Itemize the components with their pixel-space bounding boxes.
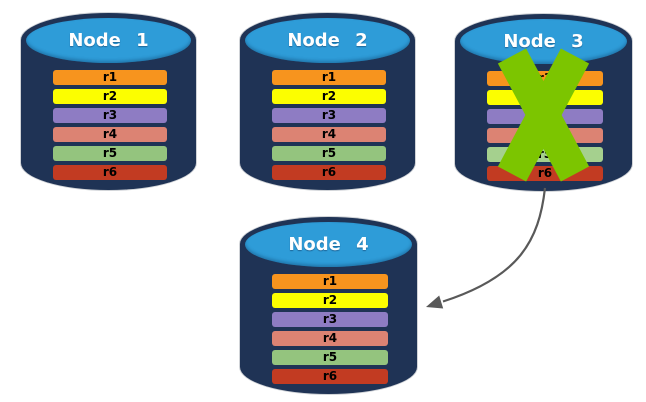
node-3-cylinder: Node 3 r1 r2 r3 r4 r5 r6 [455, 9, 632, 191]
row-r3: r3 [272, 108, 386, 123]
row-r3: r3 [487, 109, 603, 124]
node-1-cylinder-top: Node 1 [26, 18, 191, 63]
row-r6: r6 [272, 165, 386, 180]
node-4-label: Node 4 [288, 234, 369, 255]
node-1-rows: r1 r2 r3 r4 r5 r6 [53, 70, 167, 180]
node-1-cylinder: Node 1 r1 r2 r3 r4 r5 r6 [21, 8, 196, 190]
row-r6: r6 [53, 165, 167, 180]
row-r5: r5 [272, 146, 386, 161]
row-r2: r2 [272, 89, 386, 104]
node-2-cylinder-top: Node 2 [245, 18, 410, 63]
node-4-rows: r1 r2 r3 r4 r5 r6 [272, 274, 388, 384]
node-2-cylinder: Node 2 r1 r2 r3 r4 r5 r6 [240, 8, 415, 190]
node-4-cylinder-top: Node 4 [245, 222, 412, 267]
row-r5: r5 [53, 146, 167, 161]
node-3-label: Node 3 [503, 31, 584, 52]
row-r4: r4 [272, 127, 386, 142]
row-r4: r4 [272, 331, 388, 346]
failover-arrow [426, 187, 547, 309]
row-r1: r1 [53, 70, 167, 85]
row-r6: r6 [487, 166, 603, 181]
node-2-label: Node 2 [287, 30, 368, 51]
node-3-cylinder-top: Node 3 [460, 19, 627, 64]
row-r2: r2 [272, 293, 388, 308]
row-r1: r1 [272, 274, 388, 289]
row-r5: r5 [272, 350, 388, 365]
row-r6: r6 [272, 369, 388, 384]
node-2-rows: r1 r2 r3 r4 r5 r6 [272, 70, 386, 180]
row-r3: r3 [53, 108, 167, 123]
row-r2: r2 [53, 89, 167, 104]
row-r4: r4 [487, 128, 603, 143]
node-3-rows: r1 r2 r3 r4 r5 r6 [487, 71, 603, 181]
row-r5: r5 [487, 147, 603, 162]
row-r1: r1 [272, 70, 386, 85]
node-1-label: Node 1 [68, 30, 149, 51]
node-4-cylinder: Node 4 r1 r2 r3 r4 r5 r6 [240, 212, 417, 394]
row-r3: r3 [272, 312, 388, 327]
row-r4: r4 [53, 127, 167, 142]
row-r1: r1 [487, 71, 603, 86]
row-r2: r2 [487, 90, 603, 105]
